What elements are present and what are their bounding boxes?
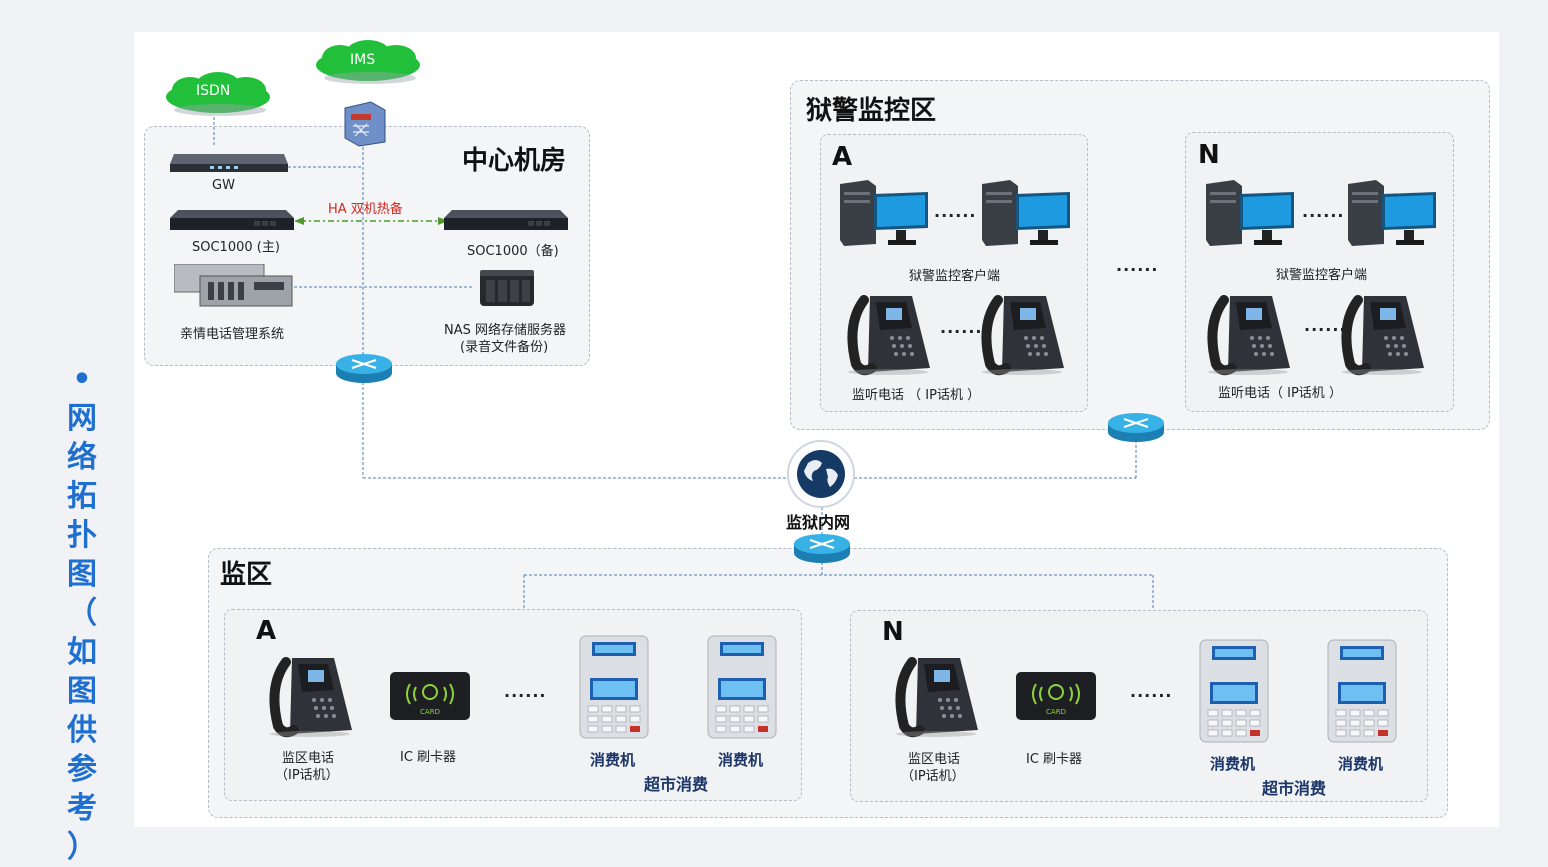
ellipsis: ......: [1130, 682, 1173, 701]
cell-zone-n-letter: N: [882, 617, 904, 647]
ellipsis: ......: [940, 318, 983, 337]
router-icon: [335, 354, 393, 384]
isdn-cloud-icon: [160, 70, 276, 120]
card-reader-label: IC 刷卡器: [1026, 752, 1083, 767]
ellipsis: ......: [1304, 316, 1347, 335]
router-icon: [793, 534, 851, 564]
guard-client-label: 狱警监控客户端: [909, 269, 1001, 284]
soc-backup-icon: [444, 208, 568, 232]
ims-label: IMS: [350, 52, 376, 68]
nas-storage-icon: [478, 268, 536, 308]
cell-zone-a-letter: A: [256, 616, 277, 646]
card-reader-label: IC 刷卡器: [400, 750, 457, 765]
ims-cloud-icon: [310, 38, 426, 88]
guard-zone-title: 狱警监控区: [806, 96, 937, 126]
guard-phone-label: 监听电话（ IP话机 ）: [1218, 386, 1342, 401]
firewall-icon: [341, 100, 389, 148]
prison-network-label: 监狱内网: [786, 513, 851, 532]
pos-label: 消费机: [718, 751, 764, 769]
pos-terminal-icon: [1198, 638, 1270, 744]
ha-label: HA 双机热备: [328, 202, 403, 217]
guard-phone-label: 监听电话 （ IP话机 ）: [852, 388, 981, 403]
ip-phone-icon: [976, 294, 1066, 376]
cell-phone-sub-label: （IP话机）: [275, 768, 339, 783]
pos-label: 消费机: [590, 751, 636, 769]
cell-zone-title: 监区: [220, 560, 273, 590]
soc-backup-label: SOC1000（备): [467, 244, 559, 259]
ip-phone-icon: [842, 294, 932, 376]
ip-phone-icon: [1336, 294, 1426, 376]
pos-terminal-icon: [706, 634, 778, 740]
card-reader-icon: CARD: [1016, 670, 1096, 722]
router-icon: [1107, 413, 1165, 443]
cell-phone-label: 监区电话: [282, 751, 335, 766]
monitor-pc-icon: [1204, 178, 1296, 248]
ellipsis: ......: [1116, 256, 1159, 275]
center-room-title: 中心机房: [462, 146, 567, 176]
ip-phone-icon: [1202, 294, 1292, 376]
monitor-pc-icon: [1346, 178, 1438, 248]
family-system-label: 亲情电话管理系统: [180, 327, 285, 342]
ellipsis: ......: [934, 202, 977, 221]
card-reader-icon: CARD: [390, 670, 470, 722]
pos-label: 消费机: [1210, 755, 1256, 773]
supermarket-label: 超市消费: [1262, 779, 1327, 798]
monitor-pc-icon: [980, 178, 1072, 248]
monitor-pc-icon: [838, 178, 930, 248]
supermarket-label: 超市消费: [644, 775, 709, 794]
pos-terminal-icon: [1326, 638, 1398, 744]
diagram-canvas: ISDN IMS 中心机房 GW HA 双机热备 SOC1000 (主) SOC…: [134, 32, 1499, 827]
ellipsis: ......: [504, 682, 547, 701]
side-title: •网络拓扑图（如图供参考）: [67, 362, 97, 865]
soc-main-label: SOC1000 (主): [192, 240, 280, 255]
soc-main-icon: [170, 208, 294, 232]
globe-icon: [786, 439, 856, 509]
gw-label: GW: [212, 178, 235, 193]
guard-zone-a-letter: A: [832, 142, 853, 172]
pos-terminal-icon: [578, 634, 650, 740]
guard-client-label: 狱警监控客户端: [1276, 268, 1368, 283]
rack-server-icon: [173, 263, 294, 308]
ellipsis: ......: [1302, 202, 1345, 221]
card-text: CARD: [420, 708, 440, 716]
cell-phone-sub-label: （IP话机）: [901, 769, 965, 784]
network-links: [213, 117, 1154, 610]
gateway-device-icon: [170, 146, 288, 174]
guard-zone-n-letter: N: [1198, 140, 1220, 170]
card-text: CARD: [1046, 708, 1066, 716]
nas-sub-label: (录音文件备份): [460, 340, 549, 355]
pos-label: 消费机: [1338, 755, 1384, 773]
nas-label: NAS 网络存储服务器: [444, 323, 567, 338]
isdn-label: ISDN: [196, 83, 231, 99]
ip-phone-icon: [264, 656, 354, 738]
cell-phone-label: 监区电话: [908, 752, 961, 767]
ip-phone-icon: [890, 656, 980, 738]
